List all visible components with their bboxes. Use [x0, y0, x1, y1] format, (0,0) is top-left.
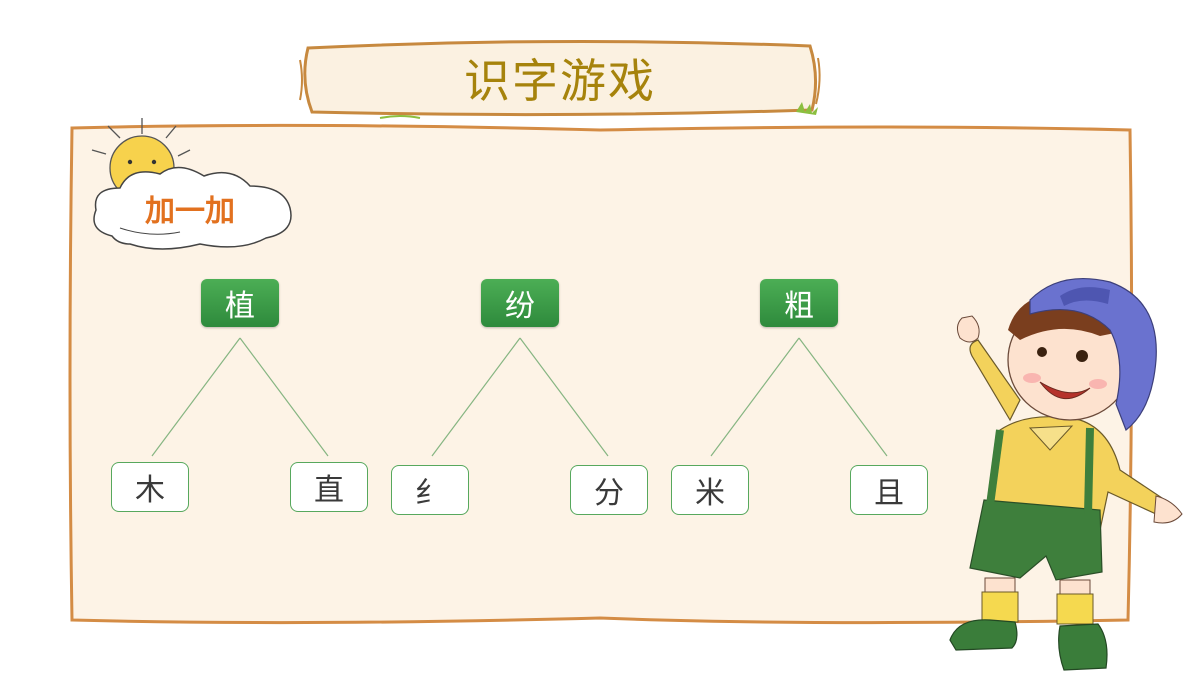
- right-part-box[interactable]: 且: [850, 465, 928, 515]
- title-banner: [303, 39, 818, 117]
- combined-character-box[interactable]: 纷: [481, 279, 559, 327]
- boy-character-illustration: [949, 277, 1183, 671]
- page-title: 识字游戏: [464, 54, 656, 108]
- left-part-box[interactable]: 木: [111, 462, 189, 512]
- combined-character-box[interactable]: 植: [201, 279, 279, 327]
- combined-character-box[interactable]: 粗: [760, 279, 838, 327]
- grass-decoration: [796, 102, 818, 115]
- cloud-icon: [93, 166, 292, 250]
- connector-lines: [151, 337, 888, 457]
- section-label: 加一加: [145, 194, 235, 229]
- left-part-box[interactable]: 米: [671, 465, 749, 515]
- right-part-box[interactable]: 分: [570, 465, 648, 515]
- right-part-box[interactable]: 直: [290, 462, 368, 512]
- left-part-box[interactable]: 纟: [391, 465, 469, 515]
